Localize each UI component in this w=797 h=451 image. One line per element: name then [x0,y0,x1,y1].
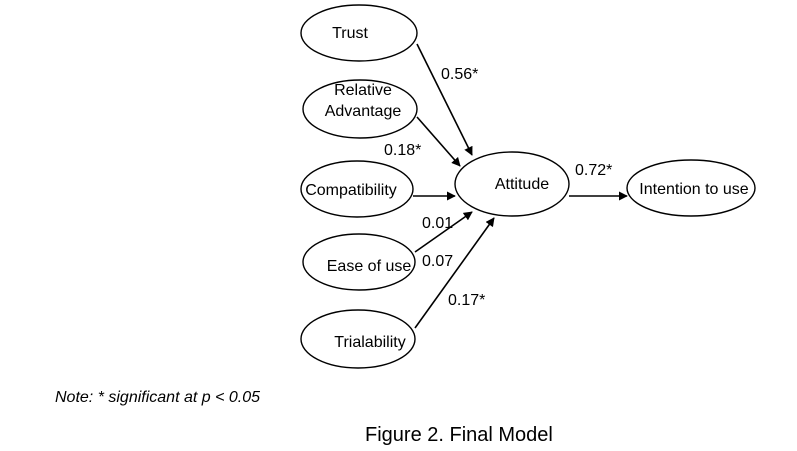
figure-caption: Figure 2. Final Model [365,424,553,446]
significance-note: Note: * significant at p < 0.05 [55,389,261,406]
node-compatibility: Compatibility [300,160,414,218]
node-attitude-label: Attitude [495,176,549,193]
node-relative-advantage-label-line2: Advantage [325,103,402,120]
node-intention-to-use: Intention to use [626,159,756,217]
node-relative-advantage-label-line1: Relative [334,82,392,99]
coef-relative-advantage-attitude: 0.18* [384,142,421,159]
node-compatibility-label: Compatibility [305,182,397,199]
edge-ease-of-use-attitude [414,211,473,253]
node-intention-to-use-label: Intention to use [639,181,749,198]
node-attitude: Attitude [454,151,570,217]
edge-trialability-attitude [414,217,495,329]
edge-trust-attitude [416,43,473,156]
edge-relative-advantage-attitude [416,116,461,167]
coef-compatibility-attitude: 0.01 [422,215,453,232]
node-trust: Trust [300,4,418,62]
node-relative-advantage: Relative Advantage [302,79,418,139]
coef-trust-attitude: 0.56* [441,66,478,83]
node-trialability-label: Trialability [334,334,405,351]
node-trialability: Trialability [300,309,416,369]
coef-ease-of-use-attitude: 0.07 [422,253,453,270]
node-ease-of-use: Ease of use [302,233,416,291]
node-ease-of-use-label: Ease of use [327,258,412,275]
coef-trialability-attitude: 0.17* [448,292,485,309]
node-trust-label: Trust [332,25,368,42]
coef-attitude-intention: 0.72* [575,162,612,179]
